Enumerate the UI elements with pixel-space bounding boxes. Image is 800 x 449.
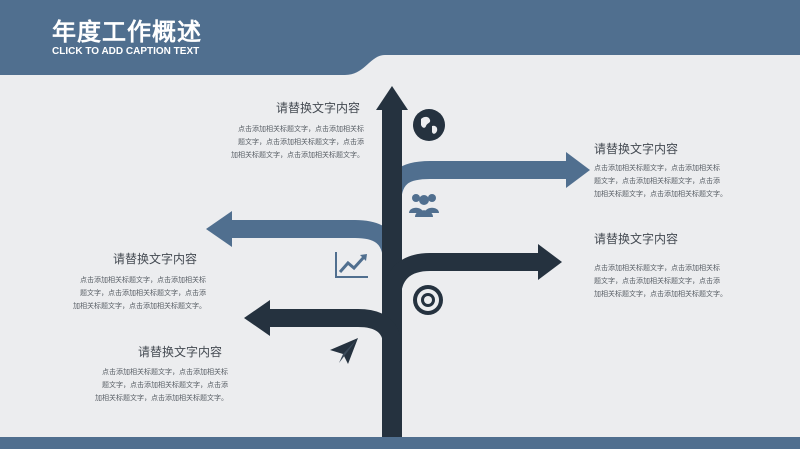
paper-plane-icon (330, 338, 358, 364)
chart-icon (335, 252, 368, 278)
block-top-left-body: 点击添加相关标题文字，点击添加相关标 题文字，点击添加相关标题文字，点击添 加相… (231, 125, 364, 159)
block-left-middle-body: 点击添加相关标题文字，点击添加相关标 题文字，点击添加相关标题文字，点击添 加相… (73, 276, 206, 310)
arrowhead-right-lower (538, 244, 562, 280)
arrowhead-right-upper (566, 152, 590, 188)
block-top-left-heading: 请替换文字内容 (276, 101, 361, 115)
people-icon (409, 194, 439, 217)
arrow-left-lower (268, 309, 401, 346)
block-right-upper-heading: 请替换文字内容 (594, 142, 679, 156)
block-bottom-left-heading: 请替换文字内容 (138, 345, 223, 359)
lifebuoy-icon (413, 285, 443, 315)
block-bottom-left-body: 点击添加相关标题文字，点击添加相关标 题文字，点击添加相关标题文字，点击添 加相… (95, 368, 228, 402)
arrowhead-left-lower (244, 300, 270, 336)
page-title: 年度工作概述 (52, 18, 202, 46)
footer-bar (0, 437, 800, 449)
block-right-upper-body: 点击添加相关标题文字，点击添加相关标 题文字，点击添加相关标题文字，点击添 加相… (594, 164, 727, 198)
globe-icon (413, 109, 445, 141)
header-banner (0, 0, 800, 75)
page-subtitle: CLICK TO ADD CAPTION TEXT (52, 46, 200, 57)
arrowhead-left-middle (206, 211, 232, 247)
arrowhead-trunk (376, 86, 408, 110)
block-right-lower-heading: 请替换文字内容 (594, 232, 679, 246)
arrow-right-lower (383, 253, 540, 299)
block-left-middle-heading: 请替换文字内容 (113, 252, 198, 266)
block-right-lower-body: 点击添加相关标题文字，点击添加相关标 题文字，点击添加相关标题文字，点击添 加相… (594, 264, 727, 298)
